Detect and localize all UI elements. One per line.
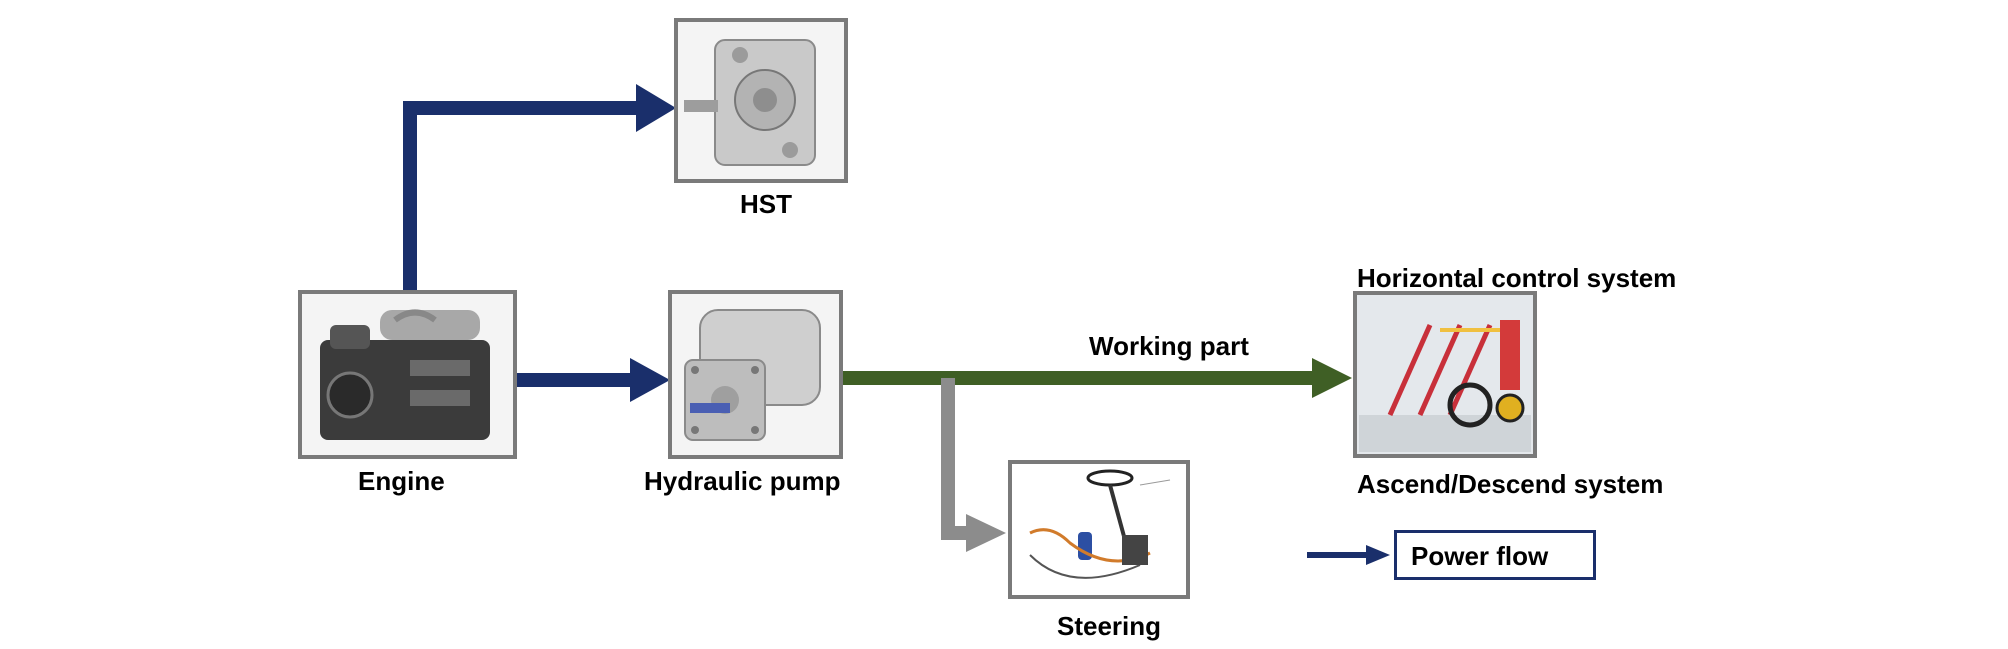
label-hst: HST: [740, 189, 792, 219]
legend-power-flow-label: Power flow: [1411, 541, 1549, 571]
label-steering: Steering: [1057, 611, 1162, 641]
planter-machine-image: [1353, 291, 1537, 458]
arrow-pump-to-working-part: [843, 358, 1352, 398]
steering-image: [1008, 460, 1190, 599]
label-hydraulic-pump: Hydraulic pump: [644, 466, 841, 496]
hst-image: [674, 18, 848, 183]
label-horizontal-control: Horizontal control system: [1357, 263, 1677, 293]
arrow-engine-to-pump: [517, 358, 670, 402]
label-working-part: Working part: [1089, 331, 1249, 361]
engine-image: [298, 290, 517, 459]
arrow-engine-to-hst: [403, 84, 676, 292]
legend: Power flow: [1394, 530, 1596, 580]
legend-arrow: [1307, 545, 1390, 565]
label-ascend-descend: Ascend/Descend system: [1357, 469, 1664, 499]
hydraulic-pump-image: [668, 290, 843, 459]
label-engine: Engine: [358, 466, 445, 496]
arrow-to-steering: [941, 378, 1006, 552]
